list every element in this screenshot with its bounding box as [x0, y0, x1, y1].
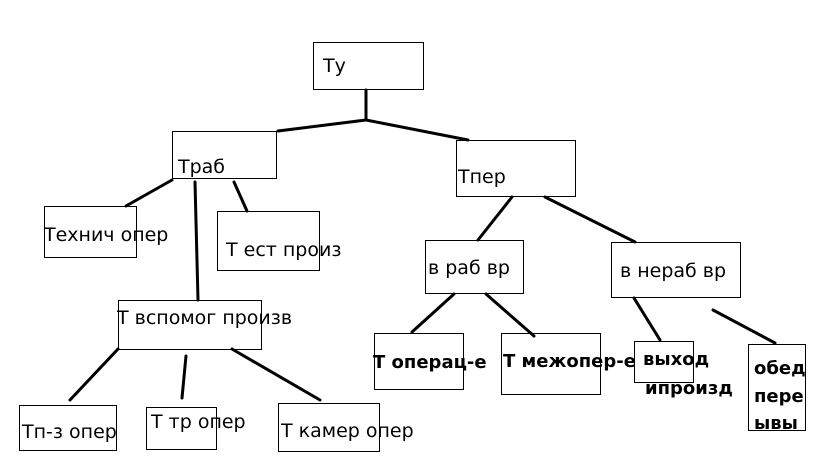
node-tper-label: Тпер [458, 166, 506, 188]
node-obed-line3: ывы [754, 413, 798, 434]
node-vspomog-label: Т вспомог произв [117, 307, 293, 329]
node-vnerab-label: в нераб вр [620, 260, 727, 282]
node-toperac-box [374, 333, 464, 390]
edge-vspomog-to-tpz [68, 347, 120, 402]
node-trab-box [172, 131, 277, 179]
edge-trab-to-technich [124, 178, 174, 208]
node-toperac-label: Т операц-е [373, 352, 487, 373]
edge-vrab-to-tmezhoper [484, 292, 536, 338]
edge-vrab-to-toperac [410, 292, 456, 334]
node-technich-box [44, 206, 137, 258]
node-vrab-label: в раб вр [428, 257, 510, 279]
node-obed-box [748, 344, 806, 431]
node-technich-label: Технич опер [44, 224, 169, 246]
node-vrab-box [425, 240, 524, 294]
node-tkamer-box [278, 403, 380, 452]
node-ttr-label: Т тр опер [151, 411, 246, 433]
node-ty-label: Ту [323, 55, 346, 77]
node-tmezhoper-label: Т межопер-е [503, 351, 636, 372]
node-tkamer-label: Т камер опер [281, 420, 414, 442]
node-trab-label: Траб [178, 156, 226, 178]
edge-tper-to-vrab [476, 195, 514, 242]
node-obed-line1: обед [754, 358, 806, 379]
edge-trab-to-test [232, 180, 249, 213]
edge-vspomog-to-tkamer [230, 347, 322, 402]
edge-root-to-trab [276, 118, 368, 133]
edge-vnerab-to-vyhod [632, 296, 662, 342]
node-vyhod-box [634, 341, 694, 383]
node-ttr-box [146, 407, 217, 450]
node-test-box [217, 211, 320, 271]
node-tpz-box [19, 405, 117, 451]
node-ty-box [313, 42, 424, 90]
edge-tper-to-vnerab [543, 195, 637, 244]
node-tpz-label: Тп-з опер [22, 421, 117, 443]
edge-trab-to-vspomog [193, 180, 200, 302]
node-vspomog-box [118, 300, 262, 350]
node-tmezhoper-box [501, 333, 601, 395]
node-tper-box [456, 140, 576, 197]
edge-vspomog-to-ttr [180, 354, 188, 400]
node-iproizd-label: ипроизд [645, 378, 733, 399]
edge-root-to-tper [364, 118, 470, 142]
node-test-label: Т ест произ [226, 239, 342, 261]
edge-vnerab-to-obed [711, 308, 777, 345]
node-vnerab-box [611, 242, 741, 298]
node-obed-line2: пере [754, 386, 804, 407]
node-vyhod-label: выход [643, 349, 710, 370]
